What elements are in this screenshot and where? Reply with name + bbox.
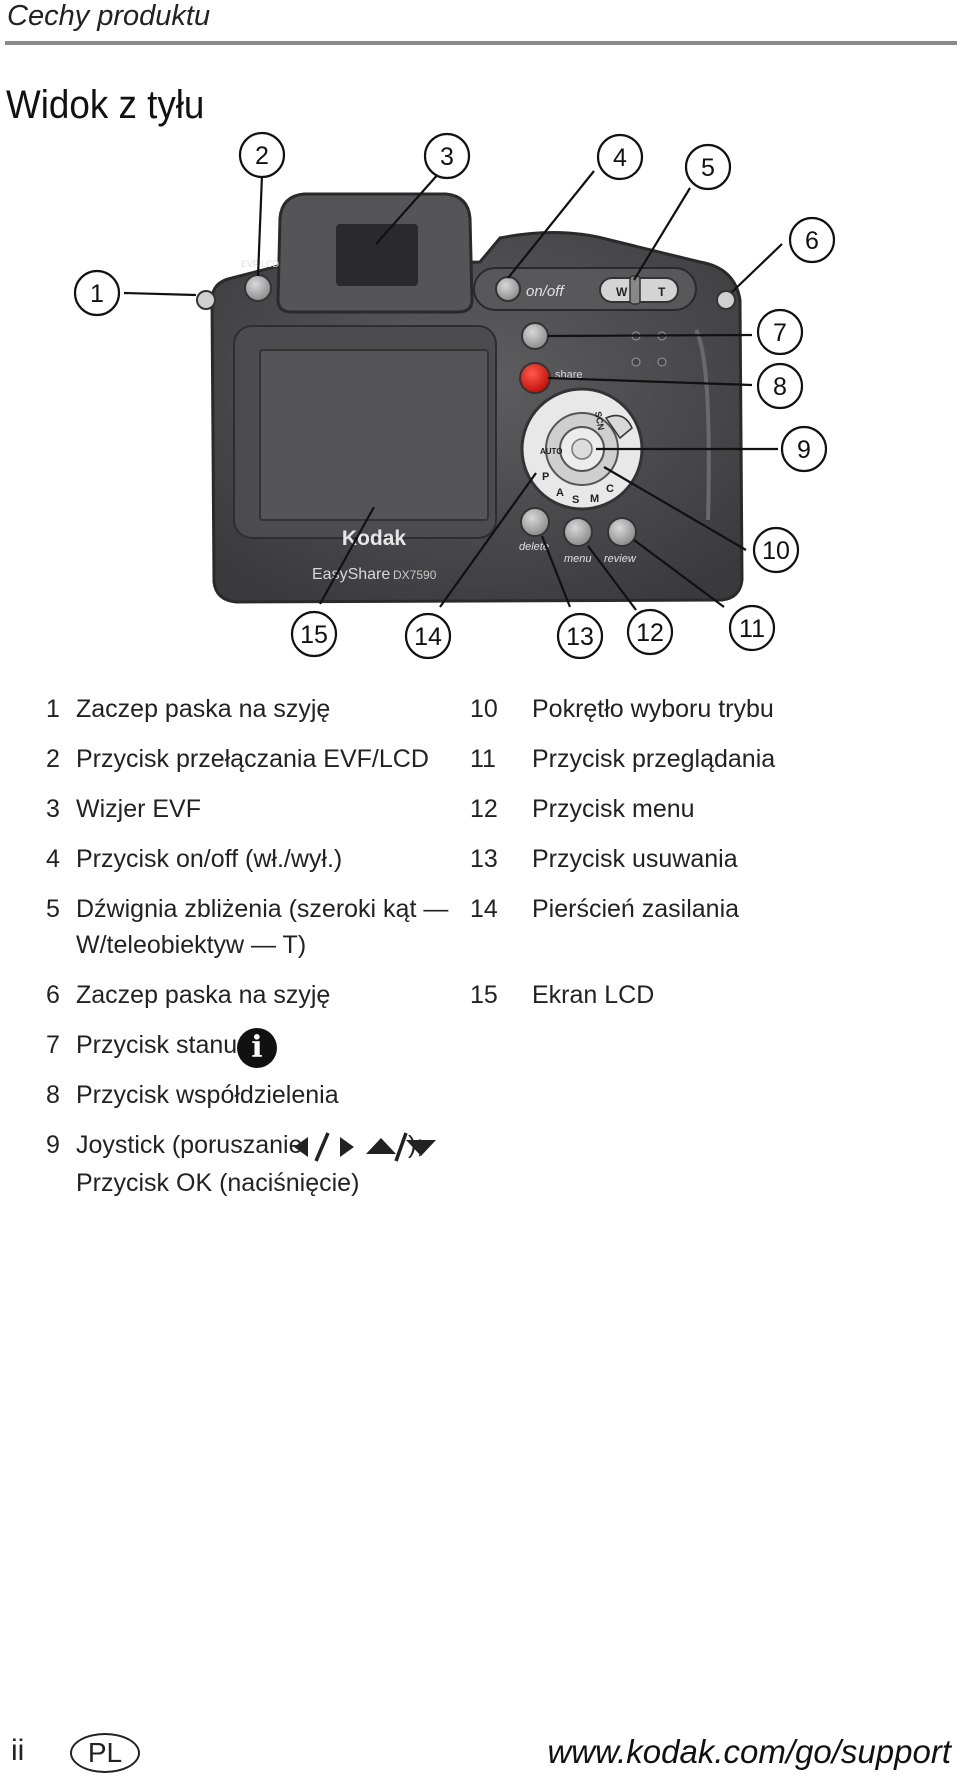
callout-7: 7 [758,310,802,354]
callout-number: 8 [773,373,787,401]
callout-number: 9 [797,436,811,464]
callout-14: 14 [406,614,450,658]
status-button [522,323,548,349]
strap-lug-left [197,291,215,309]
evf-lcd-button [245,275,271,301]
svg-text:S: S [572,494,579,506]
callout-8: 8 [758,364,802,408]
callout-10: 10 [754,528,798,572]
share-button [520,363,550,393]
menu-label: menu [564,553,592,565]
delete-button [521,508,549,536]
callout-number: 4 [613,144,627,172]
svg-text:M: M [590,493,599,505]
joystick-left-right-icon [292,1130,356,1164]
evf-lcd-label: EVF/LCD [241,259,280,269]
joystick-up-down-icon [364,1130,438,1164]
svg-text:P: P [542,471,549,483]
callout-13: 13 [558,614,602,658]
review-button [608,518,636,546]
header-divider [5,41,957,45]
callout-11: 11 [730,606,774,650]
callout-12: 12 [628,610,672,654]
section-header: Cechy produktu [7,0,210,33]
callout-number: 2 [255,142,269,170]
page-number: ii [11,1734,24,1768]
camera-back-illustration: Kodak EasyShare DX7590 EVF/LCD on/off W … [0,120,960,660]
callout-number: 15 [300,621,328,649]
onoff-label: on/off [526,283,565,300]
language-badge: PL [70,1733,140,1773]
callout-number: 12 [636,619,664,647]
callout-number: 3 [440,143,454,171]
svg-text:AUTO: AUTO [540,447,563,456]
callout-number: 11 [739,615,765,643]
callout-9: 9 [782,427,826,471]
svg-text:W: W [616,285,628,299]
model-label: EasyShare [312,566,390,583]
callout-number: 10 [762,537,790,565]
callout-1: 1 [75,271,119,315]
callout-number: 14 [414,623,442,651]
strap-lug-right [717,291,735,309]
callout-number: 13 [566,623,594,651]
callout-4: 4 [598,135,642,179]
callout-5: 5 [686,145,730,189]
callout-number: 6 [805,227,819,255]
review-label: review [604,553,637,565]
svg-text:T: T [658,285,666,299]
evf-window [336,224,418,286]
callout-2: 2 [240,133,284,177]
callout-3: 3 [425,134,469,178]
svg-text:C: C [606,483,614,495]
info-icon: i [237,1028,277,1068]
callout-number: 1 [90,280,104,308]
callout-number: 7 [773,319,787,347]
callout-number: 5 [701,154,715,182]
model-number: DX7590 [393,568,437,582]
callout-6: 6 [790,218,834,262]
support-link[interactable]: www.kodak.com/go/support [547,1733,951,1771]
svg-text:A: A [556,487,564,499]
power-button [496,277,520,301]
lcd-screen [260,350,488,520]
callout-15: 15 [292,612,336,656]
menu-button [564,518,592,546]
